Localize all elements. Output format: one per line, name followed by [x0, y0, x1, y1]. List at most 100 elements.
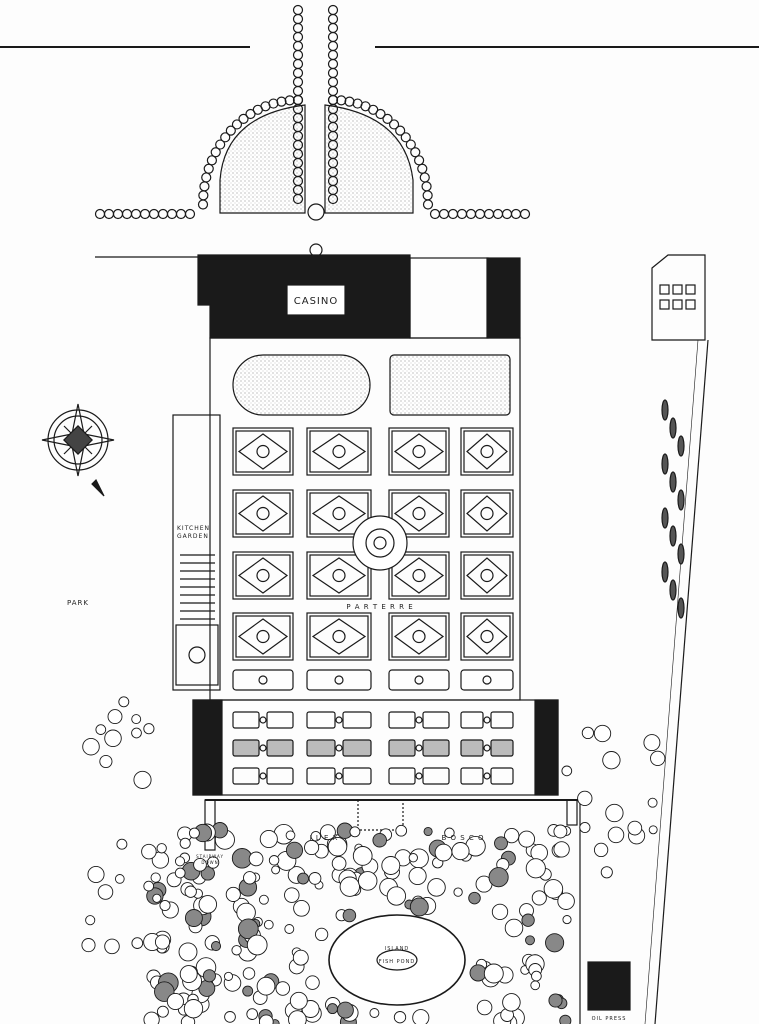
parterre-bed — [232, 612, 294, 661]
ilex-tree — [494, 836, 508, 851]
ilex-tree — [504, 918, 524, 938]
parterre-strip-center — [482, 675, 492, 685]
hedge-shrub — [327, 76, 339, 88]
lower-bed-center — [259, 744, 267, 752]
hedge-shrub — [148, 208, 160, 220]
ilex-tree — [198, 895, 218, 914]
parterre-center — [412, 444, 426, 459]
parterre-strip — [232, 669, 294, 691]
ilex-tree — [202, 969, 216, 983]
lower-bed — [422, 767, 450, 785]
ilex-tree — [248, 851, 264, 867]
parterre-center — [412, 506, 426, 521]
lower-bed-center — [335, 716, 343, 724]
parterre-center — [256, 629, 270, 644]
hedge-shrub — [519, 208, 531, 220]
parterre-bed — [306, 489, 372, 538]
parterre-border — [309, 615, 369, 658]
ilex-tree — [395, 824, 408, 837]
lower-bed — [460, 739, 484, 757]
label-bosco: B O S C O — [441, 834, 484, 842]
ilex-tree — [174, 867, 186, 879]
ilex-tree — [521, 913, 535, 927]
lower-bed — [388, 767, 416, 785]
ilex-tree — [412, 1009, 430, 1024]
ilex-tree — [531, 890, 547, 906]
park-tree — [143, 880, 155, 892]
parterre-center — [256, 568, 270, 583]
hedge-shrub — [220, 132, 231, 143]
hedge-shrub — [175, 208, 187, 220]
hedge-shrub — [327, 85, 339, 97]
park-tree — [118, 696, 130, 708]
ilex-tree — [327, 836, 348, 857]
parterre-diamond — [311, 433, 367, 470]
lower-bed-center — [483, 716, 491, 724]
label-park: PARK — [67, 599, 89, 607]
central-fountain-outer — [352, 515, 408, 571]
cypress-tree — [661, 399, 669, 421]
ilex-tree — [231, 945, 242, 956]
parterre-center — [256, 444, 270, 459]
park-tree — [579, 821, 591, 834]
hedge-shrub — [327, 193, 339, 205]
ilex-tree — [504, 827, 520, 844]
hedge-shrub — [429, 208, 441, 220]
hedge-shrub — [292, 94, 304, 106]
hedge-shrub — [206, 155, 218, 166]
upper-bed-right — [389, 354, 511, 416]
ilex-tree — [143, 1011, 160, 1024]
parterre-diamond — [237, 618, 289, 655]
ilex-tree — [258, 894, 269, 905]
parterre-diamond — [466, 618, 508, 655]
lower-bed — [232, 767, 260, 785]
kitchen-garden — [172, 414, 221, 691]
ilex-tree — [297, 872, 310, 885]
ilex-tree — [444, 827, 455, 839]
hedge-shrub — [292, 67, 304, 79]
ilex-tree — [305, 975, 320, 990]
entrance-hedges — [94, 4, 531, 220]
label-stairway: STAIRWAY — [196, 854, 224, 859]
ilex-tree — [476, 999, 493, 1016]
ilex-tree — [518, 830, 536, 848]
park-tree — [116, 838, 128, 850]
lower-bed — [232, 739, 260, 757]
ilex-tree — [525, 858, 546, 879]
label-island: ISLAND — [385, 946, 410, 952]
hedge-shrub — [292, 13, 304, 25]
oil-press-building — [587, 961, 631, 1011]
lower-bed — [490, 739, 514, 757]
park-tree — [97, 884, 114, 900]
ilex-tree — [545, 933, 565, 953]
park-tree — [152, 893, 162, 903]
lower-bed — [388, 739, 416, 757]
ilex-tree — [491, 903, 509, 921]
fish-pond — [328, 914, 466, 1006]
label-oil-press: OIL PRESS — [592, 1016, 627, 1022]
parterre-border — [235, 615, 291, 658]
park-tree — [87, 865, 105, 884]
park-tree — [553, 841, 570, 858]
hedge-shrub — [419, 172, 430, 183]
ilex-tree — [483, 963, 504, 984]
park-tree — [627, 820, 643, 836]
parterre-border — [235, 492, 291, 535]
hedge-shrub — [422, 199, 434, 210]
label-parterre: P A R T E R R E — [346, 603, 413, 611]
park-tree — [156, 843, 167, 854]
park-tree — [577, 790, 593, 807]
cypress-tree — [661, 561, 669, 583]
ilex-tree — [434, 843, 453, 862]
ilex-tree — [259, 829, 278, 849]
hedge-shrub — [327, 49, 339, 61]
ilex-tree — [381, 856, 401, 875]
cypress-tree — [677, 489, 685, 511]
island — [376, 949, 418, 971]
ilex-tree — [284, 887, 300, 903]
cypress-row — [661, 399, 685, 619]
hedge-shrub — [438, 208, 450, 220]
ilex-tree — [409, 897, 429, 917]
parterre-bed — [232, 489, 294, 538]
label-fish-pond: FISH POND — [379, 959, 415, 965]
